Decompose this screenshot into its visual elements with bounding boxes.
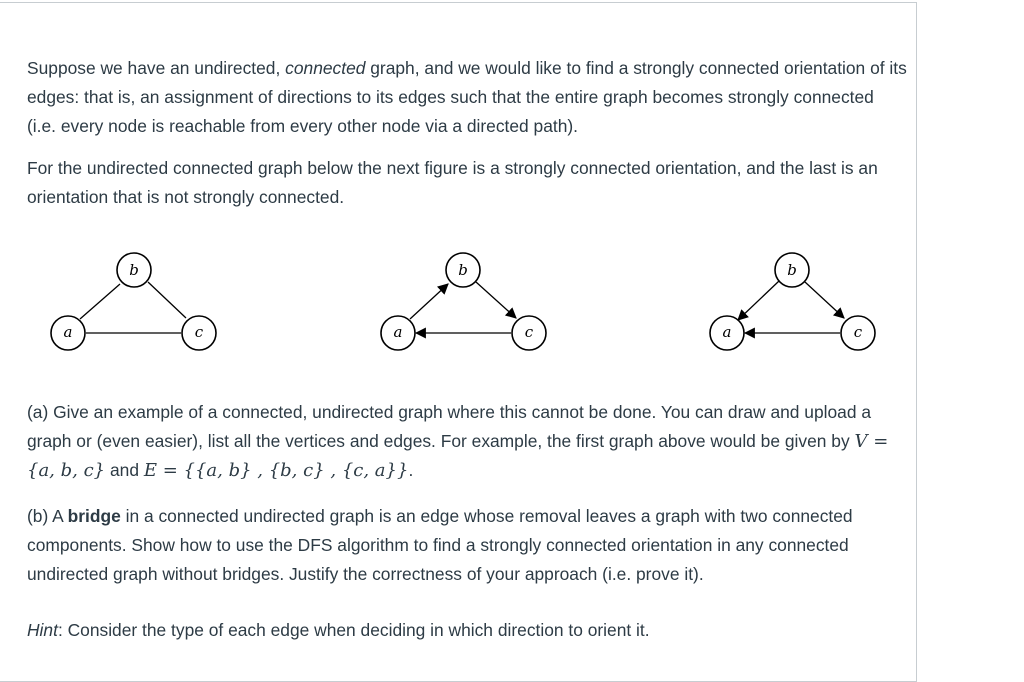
node-c-label: c: [195, 323, 204, 341]
part-b-text-1: (b) A: [27, 506, 68, 526]
question-content: Suppose we have an undirected, connected…: [27, 54, 907, 212]
node-b-label: b: [458, 261, 468, 279]
intro-paragraph: Suppose we have an undirected, connected…: [27, 54, 907, 141]
not-strongly-connected-orientation: b a c: [709, 252, 876, 351]
node-a: [380, 315, 416, 351]
part-b-paragraph: (b) A bridge in a connected undirected g…: [27, 502, 907, 589]
node-a: [709, 315, 745, 351]
undirected-graph: b a c: [50, 252, 217, 351]
part-a-text: (a) Give an example of a connected, undi…: [27, 402, 872, 451]
node-c-label: c: [525, 323, 534, 341]
hint-label: Hint: [27, 620, 58, 640]
edge-bc: [147, 281, 187, 319]
edge-b-to-c: [475, 281, 517, 319]
strongly-connected-orientation: b a c: [380, 252, 547, 351]
node-c: [181, 315, 217, 351]
node-a: [50, 315, 86, 351]
node-b-label: b: [787, 261, 797, 279]
bridge-term: bridge: [67, 506, 121, 526]
node-b: [774, 252, 810, 288]
intro-emphasis: connected: [285, 58, 366, 78]
part-a-and: and: [105, 460, 144, 480]
edge-ab: [79, 283, 121, 320]
node-a-label: a: [64, 323, 73, 341]
edge-a-to-b: [409, 283, 449, 320]
node-b: [445, 252, 481, 288]
hint-text: : Consider the type of each edge when de…: [57, 620, 650, 640]
graph-figures: b a c b a c b a c: [50, 252, 876, 351]
vertex-set-math: V = {a, b, c}: [27, 431, 889, 481]
node-b: [116, 252, 152, 288]
node-c: [840, 315, 876, 351]
edge-b-to-a: [737, 280, 780, 321]
node-a-label: a: [394, 323, 403, 341]
intro-text-2: graph, and we would like to find a stron…: [27, 58, 907, 136]
edge-set-math: E = {{a, b} , {b, c} , {c, a}}: [143, 460, 409, 481]
part-a-paragraph: (a) Give an example of a connected, undi…: [27, 398, 907, 485]
edge-b-to-c: [804, 281, 845, 319]
part-b-text-2: in a connected undirected graph is an ed…: [27, 506, 853, 584]
figure-caption: For the undirected connected graph below…: [27, 158, 878, 207]
hint-paragraph: Hint: Consider the type of each edge whe…: [27, 616, 907, 645]
node-b-label: b: [129, 261, 139, 279]
node-a-label: a: [723, 323, 732, 341]
node-c-label: c: [854, 323, 863, 341]
node-c: [511, 315, 547, 351]
question-panel: [0, 2, 917, 682]
intro-text-1: Suppose we have an undirected,: [27, 58, 286, 78]
part-a-period: .: [408, 460, 414, 480]
